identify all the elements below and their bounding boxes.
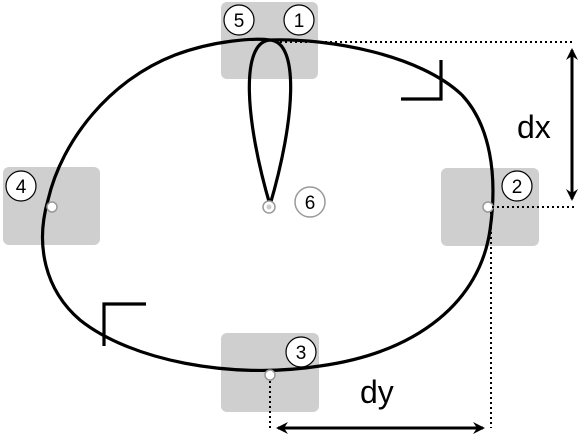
point-marker-3	[264, 369, 276, 381]
svg-text:1: 1	[294, 11, 305, 32]
point-label-6: 6	[294, 186, 326, 218]
dy-dimension: dy	[269, 212, 492, 434]
dx-label: dx	[517, 109, 551, 145]
dy-label: dy	[360, 374, 394, 410]
dx-dimension: dx	[280, 41, 578, 208]
svg-text:4: 4	[16, 177, 27, 198]
point-marker-6-inner	[266, 204, 272, 210]
svg-text:3: 3	[296, 343, 307, 364]
point-label-5: 5	[223, 4, 255, 36]
point-label-1: 1	[283, 4, 315, 36]
svg-text:6: 6	[305, 193, 316, 214]
point-label-4: 4	[5, 170, 37, 202]
point-marker-2	[482, 201, 494, 213]
arrow-corner-icon	[401, 60, 443, 101]
point-label-3: 3	[285, 336, 317, 368]
point-label-2: 2	[501, 170, 533, 202]
svg-text:2: 2	[512, 177, 523, 198]
ellipse-path	[40, 37, 495, 373]
point-marker-4	[46, 201, 58, 213]
svg-text:5: 5	[234, 11, 245, 32]
arrow-corner-icon	[102, 302, 146, 346]
